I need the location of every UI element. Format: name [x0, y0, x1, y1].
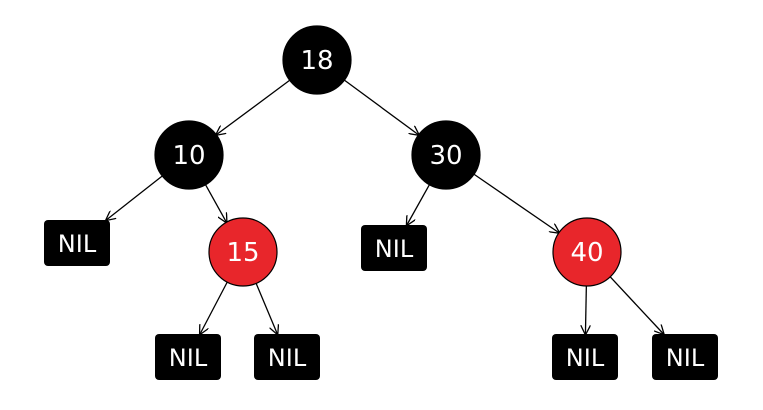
nil-leaf: NIL: [44, 220, 110, 266]
nil-leaf-box: [652, 334, 718, 380]
nil-leaf-box: [552, 334, 618, 380]
nil-leaf: NIL: [361, 225, 427, 271]
black-node-circle: [154, 120, 224, 190]
node-label: 18: [300, 46, 333, 76]
edge-n30-to-n40: [473, 173, 559, 232]
tree-node-18: 18: [282, 25, 352, 95]
node-label: 40: [570, 238, 603, 268]
nil-leaf: NIL: [652, 334, 718, 380]
tree-node-15: 15: [208, 217, 278, 287]
node-label: 10: [172, 141, 205, 171]
edge-n15-to-nil-15-right: [255, 283, 277, 334]
tree-node-30: 30: [411, 120, 481, 190]
edge-n15-to-nil-15-left: [200, 281, 228, 334]
nil-leaf: NIL: [155, 334, 221, 380]
edge-n40-to-nil-40-left: [585, 285, 586, 334]
edge-n10-to-nil-10-left: [106, 175, 163, 220]
nil-leaf-box: [254, 334, 320, 380]
node-label: 30: [429, 141, 462, 171]
nil-label: NIL: [58, 230, 97, 258]
nil-leaf: NIL: [552, 334, 618, 380]
nil-label: NIL: [666, 344, 705, 372]
red-node-circle: [552, 217, 622, 287]
red-node-circle: [208, 217, 278, 287]
nil-label: NIL: [268, 344, 307, 372]
edge-n30-to-nil-30-left: [407, 184, 430, 225]
nil-leaf-box: [44, 220, 110, 266]
tree-node-40: 40: [552, 217, 622, 287]
nil-leaf: NIL: [254, 334, 320, 380]
edge-n10-to-n15: [204, 184, 227, 223]
edge-n40-to-nil-40-right: [609, 276, 663, 334]
nil-label: NIL: [375, 235, 414, 263]
nil-leaf-box: [155, 334, 221, 380]
black-node-circle: [411, 120, 481, 190]
nil-label: NIL: [566, 344, 605, 372]
edge-n18-to-n10: [216, 79, 291, 134]
edges-layer: [106, 79, 663, 334]
nil-leaf-box: [361, 225, 427, 271]
tree-node-10: 10: [154, 120, 224, 190]
node-label: 15: [226, 238, 259, 268]
edge-n18-to-n30: [343, 79, 418, 135]
black-node-circle: [282, 25, 352, 95]
nil-label: NIL: [169, 344, 208, 372]
